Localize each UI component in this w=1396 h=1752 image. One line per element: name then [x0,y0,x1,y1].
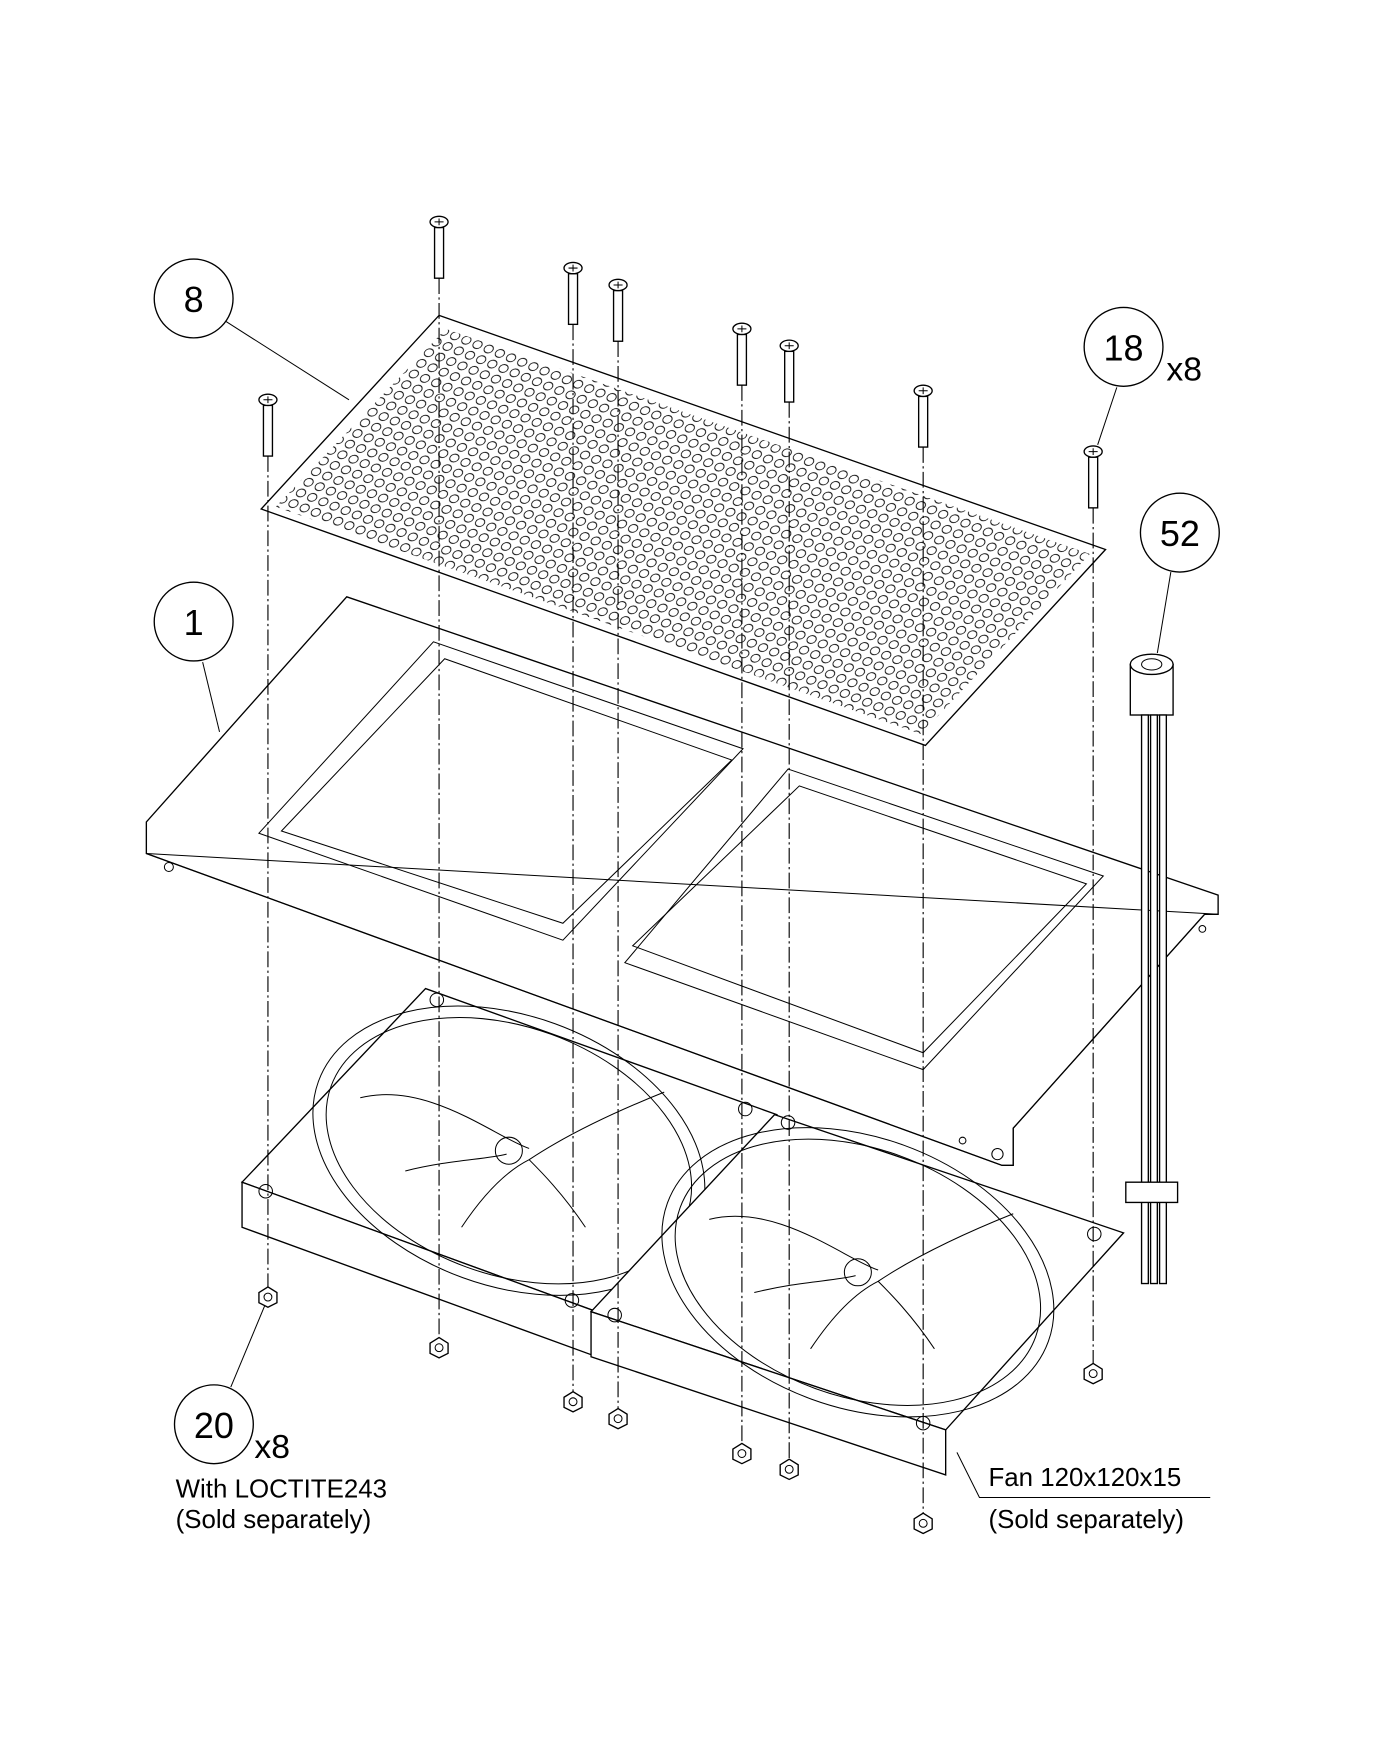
screw-part-18 [608,278,628,1410]
callout-number: 18 [1104,327,1144,368]
nut-part-20 [429,1336,449,1359]
nut-part-20 [913,1512,933,1535]
loctite-note: With LOCTITE243 [176,1475,387,1503]
cable-grommet-part-52 [1125,653,1179,1285]
callout-quantity: x8 [1166,351,1202,389]
nut-part-20 [563,1390,583,1413]
leader-lines [202,320,1211,1498]
callout-number: 8 [184,279,204,320]
frame-plate-part-1 [145,596,1219,1167]
callout-number: 20 [194,1405,234,1446]
callout-18: 18 x8 [1083,306,1202,389]
nut-part-20 [1083,1362,1103,1385]
callout-1: 1 [153,581,234,662]
screw-part-18 [258,393,278,1289]
callout-8: 8 [153,258,234,339]
sold-separately-note: (Sold separately) [988,1506,1184,1534]
sold-separately-note: (Sold separately) [176,1506,372,1534]
nut-part-20 [258,1286,278,1308]
screw-part-18 [732,322,752,1445]
screw-part-18 [563,261,583,1393]
fan-right [589,1113,1125,1476]
nut-part-20 [608,1407,628,1430]
screws-and-nuts [258,215,1103,1535]
screw-part-18 [1083,445,1103,1365]
fan-size-label: Fan 120x120x15 [988,1464,1181,1492]
screw-part-18 [913,384,933,1515]
callout-20: 20 x8 With LOCTITE243 (Sold separately) [173,1384,387,1534]
screw-part-18 [429,215,449,1339]
callout-number: 52 [1160,513,1200,554]
callout-number: 1 [184,602,204,643]
nut-part-20 [732,1442,752,1465]
screw-part-18 [779,339,799,1461]
fan-note: Fan 120x120x15 (Sold separately) [988,1464,1184,1534]
nut-part-20 [779,1458,799,1481]
callout-52: 52 [1139,492,1220,573]
perforated-cover-part-8 [259,314,1107,747]
callout-quantity: x8 [254,1428,290,1466]
